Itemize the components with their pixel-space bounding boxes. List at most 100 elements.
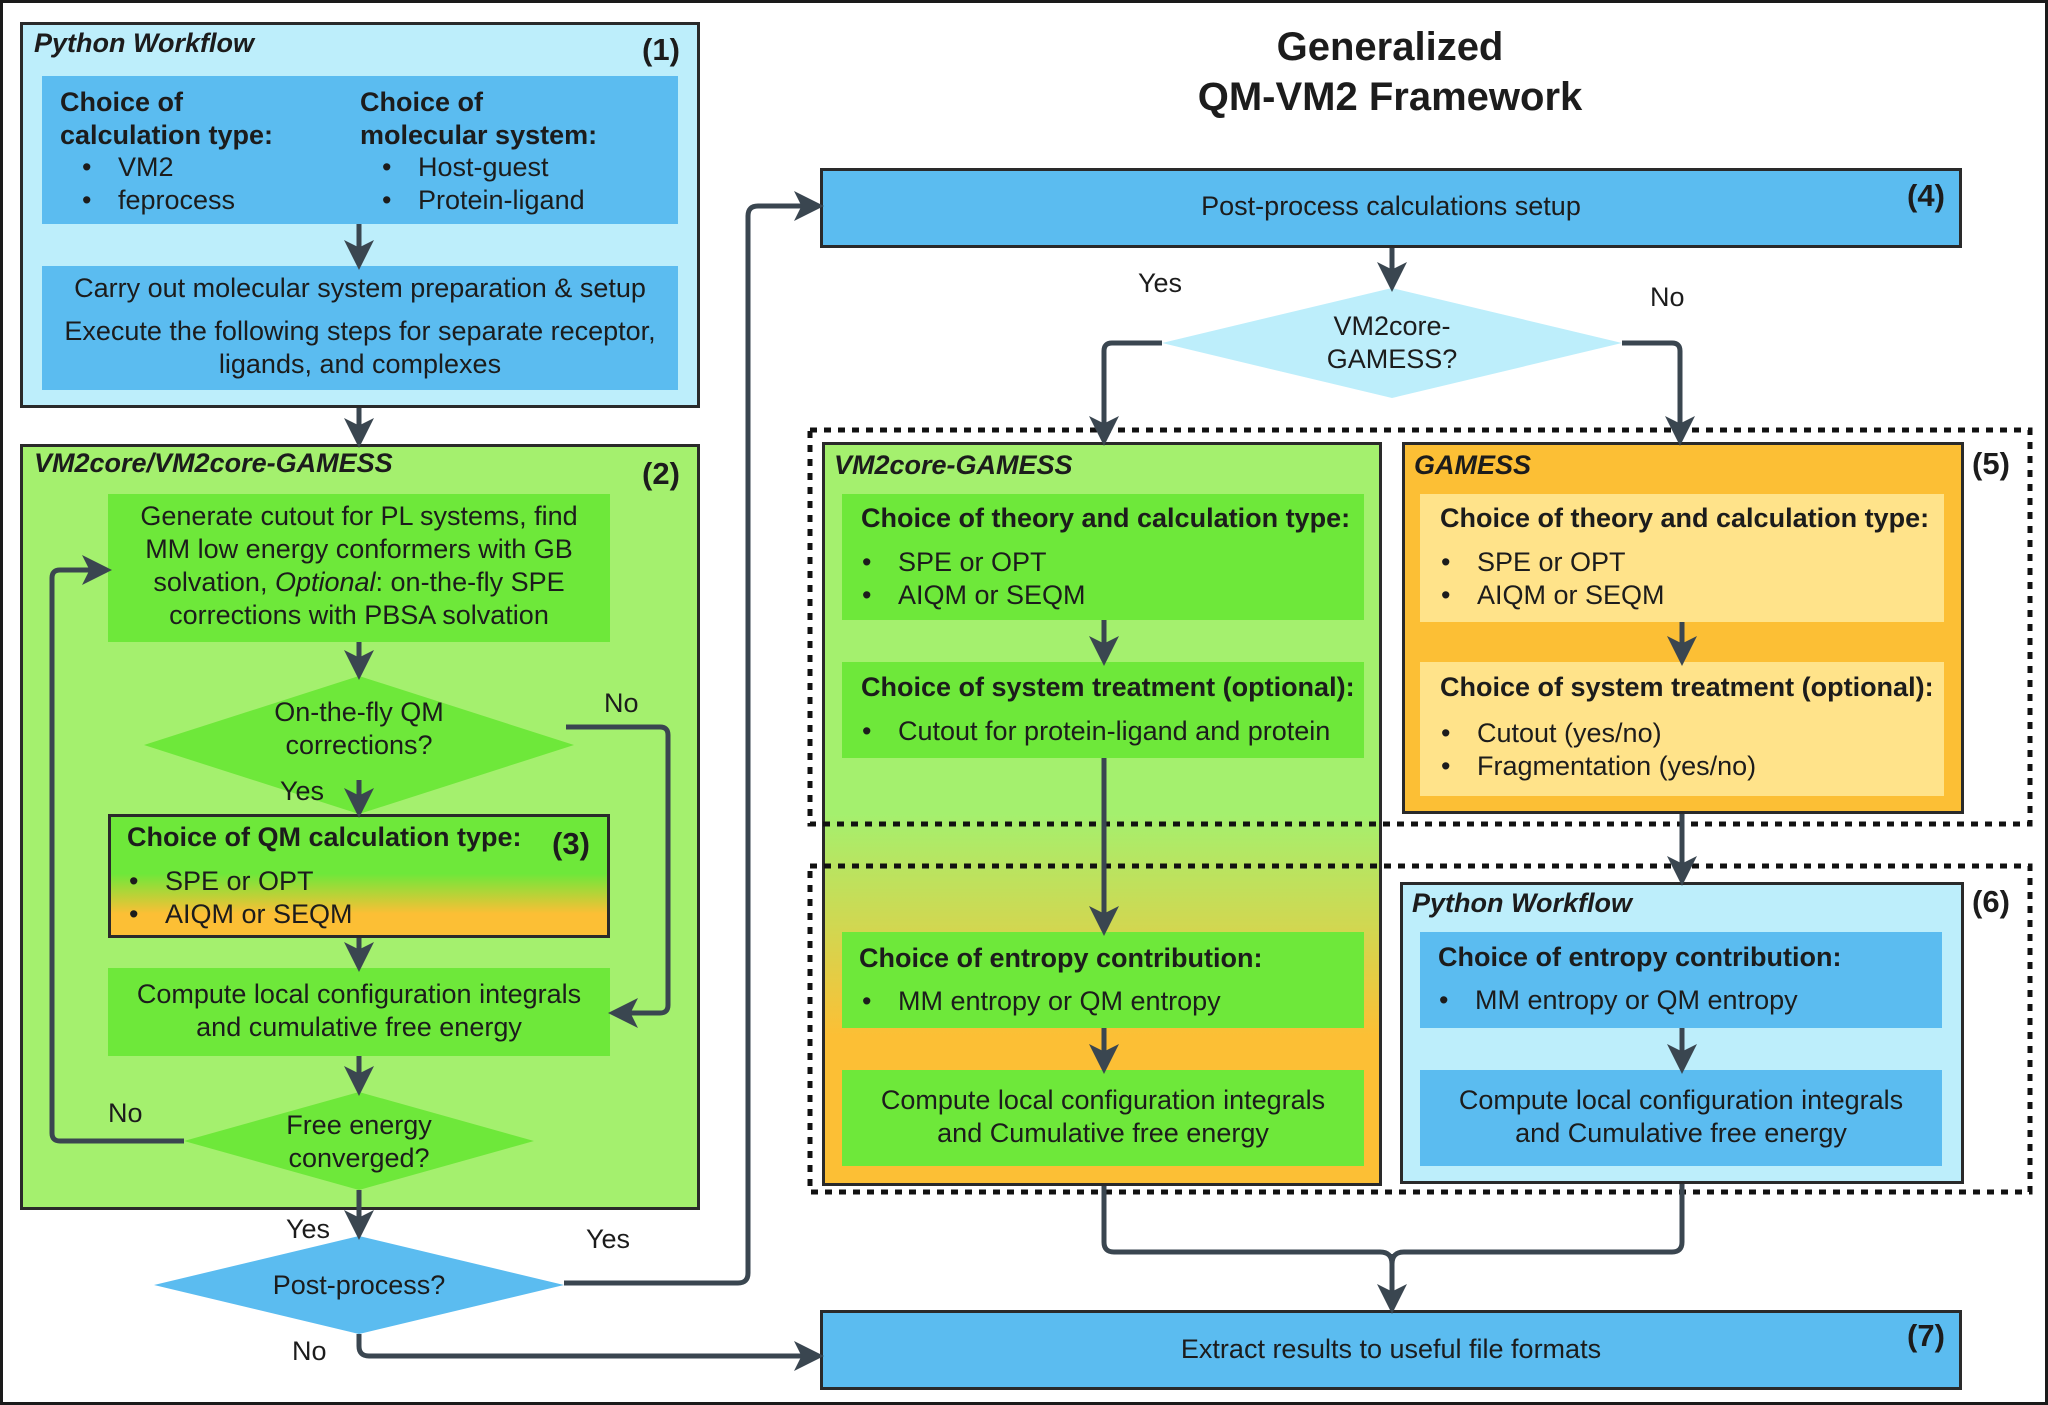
right-treatment-heading: Choice of system treatment (optional):: [1440, 672, 1934, 702]
left-treatment-list: Cutout for protein-ligand and protein: [860, 715, 1330, 748]
qm-calc-type-item: SPE or OPT: [127, 865, 353, 898]
arrow-postprocess-no-to-section7: [356, 1334, 824, 1371]
free-energy-converged-decision: [184, 1092, 534, 1190]
converged-yes-label: Yes: [286, 1214, 331, 1244]
qm-calc-type-list: SPE or OPT AIQM or SEQM: [127, 865, 353, 931]
merge-line-right: [1389, 1184, 1685, 1265]
vm2core-gamess-decision: [1162, 288, 1622, 398]
prep-line-1: Carry out molecular system preparation &…: [74, 273, 646, 303]
compute-line-1: Compute local configuration integrals: [136, 979, 582, 1009]
vm2core-gamess-decision-text: VM2core- GAMESS?: [1257, 310, 1527, 376]
prep-line-3: ligands, and complexes: [218, 349, 502, 379]
cutout-generation-box: [108, 494, 610, 642]
section-1-number: (1): [642, 32, 680, 67]
cutout-line-3-post: : on-the-fly SPE: [375, 567, 565, 597]
left-theory-heading: Choice of theory and calculation type:: [861, 503, 1351, 533]
right-entropy-heading: Choice of entropy contribution:: [1438, 942, 1842, 972]
right-treatment-item: Fragmentation (yes/no): [1439, 750, 1756, 783]
python-workflow-6-title: Python Workflow: [1412, 888, 1632, 918]
molecular-system-heading-line-1: Choice of: [360, 87, 484, 117]
right-entropy-list: MM entropy or QM entropy: [1437, 984, 1798, 1017]
postprocess-no-label: No: [292, 1336, 327, 1366]
right-theory-list: SPE or OPT AIQM or SEQM: [1439, 546, 1665, 612]
qm-decision-line-2: corrections?: [285, 730, 433, 760]
qm-corrections-decision: [144, 676, 574, 814]
left-entropy-heading: Choice of entropy contribution:: [859, 943, 1263, 973]
prep-line-2: Execute the following steps for separate…: [64, 316, 656, 346]
arrow-decision-yes-to-vm2core: [1089, 340, 1162, 446]
calc-type-heading-line-2: calculation type:: [60, 120, 274, 150]
right-treatment-list: Cutout (yes/no) Fragmentation (yes/no): [1439, 717, 1756, 783]
calc-type-heading-line-1: Choice of: [60, 87, 184, 117]
calc-type-list: VM2 feprocess: [80, 151, 235, 217]
section-2-title: VM2core/VM2core-GAMESS: [34, 448, 393, 478]
left-theory-item: AIQM or SEQM: [860, 579, 1086, 612]
arrow-decision-no-to-gamess: [1622, 340, 1695, 446]
section-5-dashed-group: [807, 427, 2033, 827]
compute-integrals-text: Compute local configuration integrals an…: [108, 978, 610, 1044]
calc-type-heading: Choice of calculation type:: [60, 86, 273, 152]
title-line-2: QM-VM2 Framework: [1197, 75, 1583, 119]
qm-yes-label: Yes: [280, 776, 325, 806]
conv-decision-line-2: converged?: [288, 1143, 430, 1173]
right-entropy-item: MM entropy or QM entropy: [1437, 984, 1798, 1017]
vm2gamess-yes-label: Yes: [1138, 268, 1183, 298]
right-compute-line-2: and Cumulative free energy: [1515, 1118, 1847, 1148]
right-theory-heading: Choice of theory and calculation type:: [1440, 503, 1930, 533]
section-5-number: (5): [1972, 446, 2010, 481]
calc-type-item: VM2: [80, 151, 235, 184]
right-theory-item: AIQM or SEQM: [1439, 579, 1665, 612]
compute-integrals-box: [108, 968, 610, 1056]
converged-no-label: No: [108, 1098, 143, 1128]
cutout-line-3-pre: solvation,: [153, 567, 275, 597]
cutout-line-4: corrections with PBSA solvation: [169, 600, 549, 630]
left-compute-integrals-box: [842, 1070, 1364, 1166]
cutout-line-3-optional: Optional: [274, 567, 376, 597]
postprocess-decision: [154, 1236, 564, 1334]
cutout-generation-text: Generate cutout for PL systems, find MM …: [108, 500, 610, 632]
cutout-line-2: MM low energy conformers with GB: [145, 534, 573, 564]
arrow-converged-no-loop: [49, 555, 184, 1144]
left-treatment-heading: Choice of system treatment (optional):: [861, 672, 1355, 702]
merge-line-left: [1101, 1186, 1395, 1265]
section-6-dashed-group: [807, 863, 2033, 1195]
molecular-system-heading: Choice of molecular system:: [360, 86, 597, 152]
right-treatment-item: Cutout (yes/no): [1439, 717, 1756, 750]
molecular-system-heading-line-2: molecular system:: [360, 120, 598, 150]
postprocess-decision-text: Post-process?: [272, 1270, 446, 1300]
section-6-number: (6): [1972, 884, 2010, 919]
left-compute-integrals-text: Compute local configuration integrals an…: [842, 1084, 1364, 1150]
molecular-system-item: Protein-ligand: [380, 184, 585, 217]
postprocess-setup-label: Post-process calculations setup: [1201, 191, 1581, 221]
left-compute-line-1: Compute local configuration integrals: [880, 1085, 1326, 1115]
calc-type-item: feprocess: [80, 184, 235, 217]
vm2gamess-no-label: No: [1650, 282, 1685, 312]
left-theory-list: SPE or OPT AIQM or SEQM: [860, 546, 1086, 612]
conv-decision-line-1: Free energy: [286, 1110, 432, 1140]
right-compute-line-1: Compute local configuration integrals: [1458, 1085, 1904, 1115]
qm-calc-type-item: AIQM or SEQM: [127, 898, 353, 931]
right-theory-item: SPE or OPT: [1439, 546, 1665, 579]
title-line-1: Generalized: [1276, 25, 1504, 69]
molecular-system-list: Host-guest Protein-ligand: [380, 151, 585, 217]
section-7-number: (7): [1907, 1318, 1945, 1353]
postprocess-yes-label: Yes: [586, 1224, 631, 1254]
gamess-title: GAMESS: [1414, 450, 1532, 480]
section-4-number: (4): [1907, 178, 1945, 213]
system-preparation-box: [42, 266, 678, 390]
arrow-qm-no-to-compute: [566, 724, 671, 1028]
left-theory-item: SPE or OPT: [860, 546, 1086, 579]
right-compute-integrals-text: Compute local configuration integrals an…: [1420, 1084, 1942, 1150]
cutout-line-1: Generate cutout for PL systems, find: [140, 501, 578, 531]
cutout-line-3: solvation, Optional: on-the-fly SPE: [108, 566, 610, 599]
right-compute-integrals-box: [1420, 1070, 1942, 1166]
extract-results-label: Extract results to useful file formats: [1180, 1334, 1602, 1364]
figure-title: Generalized QM-VM2 Framework: [1090, 22, 1690, 122]
molecular-system-item: Host-guest: [380, 151, 585, 184]
qm-decision-line-1: On-the-fly QM: [274, 697, 444, 727]
free-energy-converged-text: Free energy converged?: [224, 1109, 494, 1175]
left-compute-line-2: and Cumulative free energy: [937, 1118, 1269, 1148]
section-1-title: Python Workflow: [34, 28, 254, 58]
left-treatment-item: Cutout for protein-ligand and protein: [860, 715, 1330, 748]
